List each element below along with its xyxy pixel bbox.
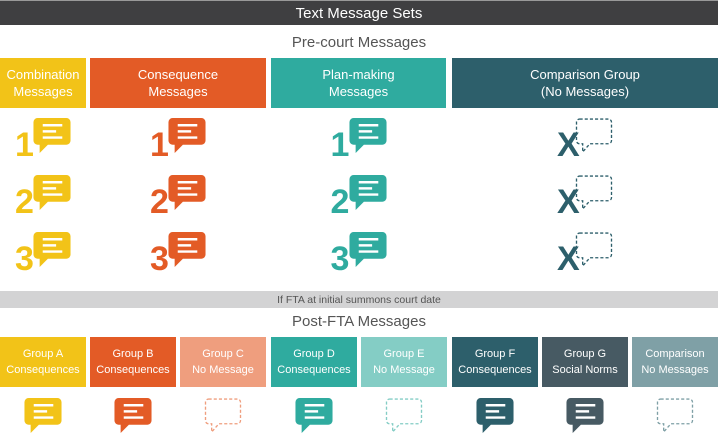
message-bubble-icon xyxy=(476,398,514,438)
header-line1: Group C xyxy=(202,348,244,360)
message-number: 2 xyxy=(330,183,350,221)
postfta-group-header: Group D Consequences xyxy=(271,337,357,387)
header-line2: Consequences xyxy=(458,364,532,376)
precourt-label: Pre-court Messages xyxy=(291,34,427,51)
message-number: 1 xyxy=(330,126,350,164)
header-line1: Group F xyxy=(474,348,516,360)
header-line1: Group B xyxy=(112,348,154,360)
message-number: 2 xyxy=(150,183,169,221)
message-bubble-icon xyxy=(566,398,604,438)
postfta-group-header: Comparison No Messages xyxy=(632,337,718,387)
message-number: 3 xyxy=(330,240,350,278)
message-bubble-icon xyxy=(295,398,333,438)
postfta-group-header: Group E No Message xyxy=(361,337,447,387)
header-line1: Comparison Group xyxy=(530,67,640,82)
message-number: X xyxy=(557,240,580,278)
precourt-group-header: Comparison Group (No Messages) xyxy=(452,58,718,108)
header-line2: Social Norms xyxy=(552,364,618,376)
header-line1: Combination xyxy=(6,67,80,82)
message-bubble-icon xyxy=(348,175,387,215)
header-line1: Group A xyxy=(22,348,64,360)
message-number: X xyxy=(557,126,580,164)
postfta-group-header: Group B Consequences xyxy=(90,337,176,387)
message-bubble-icon xyxy=(348,232,387,272)
header-line2: Messages xyxy=(328,84,389,99)
header-line1: Group E xyxy=(383,348,425,360)
message-bubble-icon xyxy=(348,118,387,158)
header-line2: Messages xyxy=(13,84,73,99)
empty-bubble-icon xyxy=(204,398,242,438)
header-line2: Messages xyxy=(148,84,208,99)
header-line1: Consequence xyxy=(137,67,219,82)
message-bubble-icon xyxy=(168,175,206,215)
message-number: 1 xyxy=(15,126,34,164)
postfta-group-header: Group F Consequences xyxy=(452,337,538,387)
empty-bubble-icon xyxy=(385,398,423,438)
message-bubble-icon xyxy=(33,175,71,215)
empty-bubble-icon xyxy=(656,398,694,438)
postfta-group-header: Group C No Message xyxy=(180,337,266,387)
header-line2: No Message xyxy=(192,364,254,376)
message-number: 3 xyxy=(15,240,34,278)
header-line2: No Messages xyxy=(641,364,709,376)
message-bubble-icon xyxy=(168,118,206,158)
message-number: X xyxy=(557,183,580,221)
empty-bubble-icon xyxy=(575,175,613,215)
header-line1: Group D xyxy=(293,348,335,360)
postfta-group-header: Group G Social Norms xyxy=(542,337,628,387)
empty-bubble-icon xyxy=(575,118,613,158)
header-line1: Plan-making xyxy=(322,67,395,82)
header-line1: Comparison xyxy=(645,348,705,360)
postfta-label: Post-FTA Messages xyxy=(292,313,426,330)
header-line2: Consequences xyxy=(6,364,80,376)
message-bubble-icon xyxy=(33,118,71,158)
message-bubble-icon xyxy=(114,398,152,438)
message-bubble-icon xyxy=(24,398,62,438)
postfta-group-header: Group A Consequences xyxy=(0,337,86,387)
empty-bubble-icon xyxy=(575,232,613,272)
header-line1: Group G xyxy=(563,348,607,360)
message-number: 2 xyxy=(15,183,34,221)
fta-band: If FTA at initial summons court date xyxy=(0,291,718,308)
header-line2: Consequences xyxy=(96,364,170,376)
message-number: 1 xyxy=(150,126,169,164)
header-line2: No Message xyxy=(373,364,435,376)
header-line2: (No Messages) xyxy=(540,84,630,99)
message-number: 3 xyxy=(150,240,169,278)
title-bar: Text Message Sets xyxy=(0,0,718,25)
header-line2: Consequences xyxy=(277,364,351,376)
message-bubble-icon xyxy=(33,232,71,272)
message-bubble-icon xyxy=(168,232,206,272)
